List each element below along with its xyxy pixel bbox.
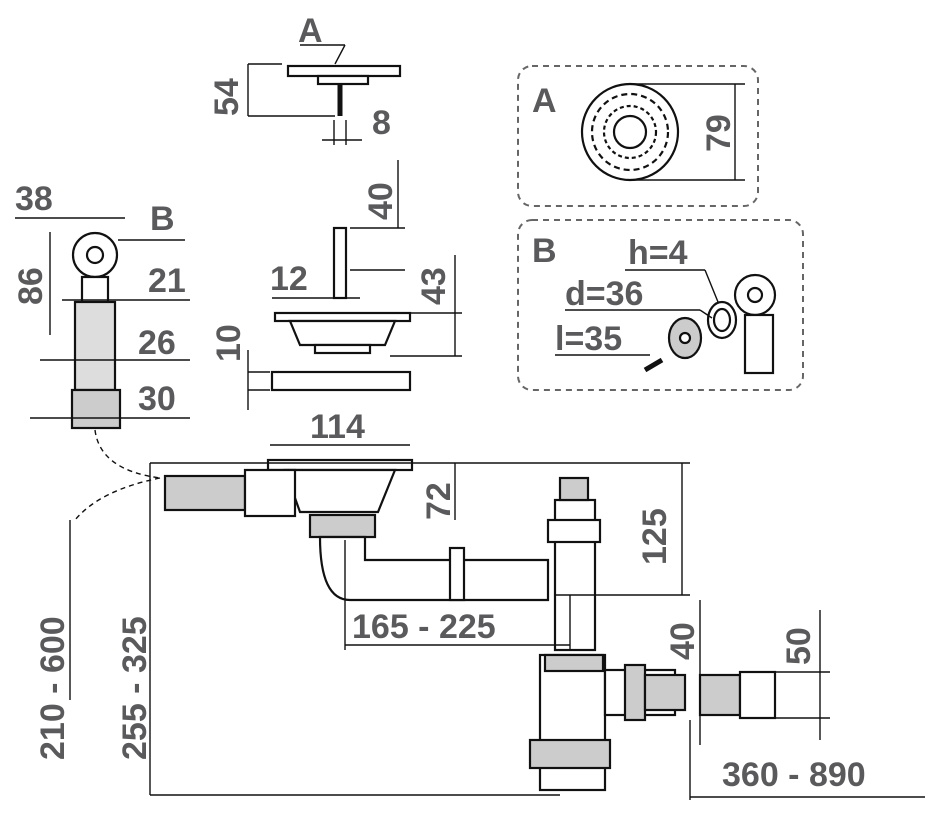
- inset-a-label: A: [532, 82, 557, 120]
- dim-10: 10: [210, 324, 248, 362]
- dim-h4: h=4: [628, 234, 688, 272]
- dim-72: 72: [420, 482, 458, 520]
- dim-43: 43: [415, 267, 453, 305]
- dim-210-600: 210 - 600: [34, 616, 72, 760]
- dim-50: 50: [780, 627, 818, 665]
- dim-26: 26: [138, 324, 176, 362]
- dim-165-225: 165 - 225: [352, 608, 496, 646]
- main-assembly: [69, 444, 925, 800]
- dim-114: 114: [310, 408, 365, 446]
- dim-40-outlet: 40: [664, 622, 702, 660]
- inset-b-label: B: [532, 232, 557, 270]
- dim-38: 38: [15, 180, 53, 218]
- dim-40-bolt: 40: [362, 182, 400, 220]
- inset-a: [517, 65, 759, 207]
- dim-360-890: 360 - 890: [722, 756, 866, 794]
- dim-30: 30: [138, 380, 176, 418]
- label-b: B: [150, 200, 175, 238]
- dim-79: 79: [700, 114, 738, 152]
- dim-l35: l=35: [555, 320, 622, 358]
- strainer-basket: [247, 311, 412, 410]
- inset-b: [517, 219, 804, 391]
- dim-d36: d=36: [565, 275, 643, 313]
- strainer-plug: [247, 44, 402, 145]
- dim-54: 54: [208, 78, 246, 116]
- label-a: A: [298, 12, 323, 50]
- dim-255-325: 255 - 325: [116, 616, 154, 760]
- dim-21: 21: [148, 262, 186, 300]
- dim-125: 125: [636, 508, 674, 565]
- overflow-assembly: [15, 217, 190, 521]
- dim-12: 12: [270, 260, 308, 298]
- dim-86: 86: [12, 267, 50, 305]
- bolt: [272, 160, 462, 357]
- dim-8: 8: [372, 104, 391, 142]
